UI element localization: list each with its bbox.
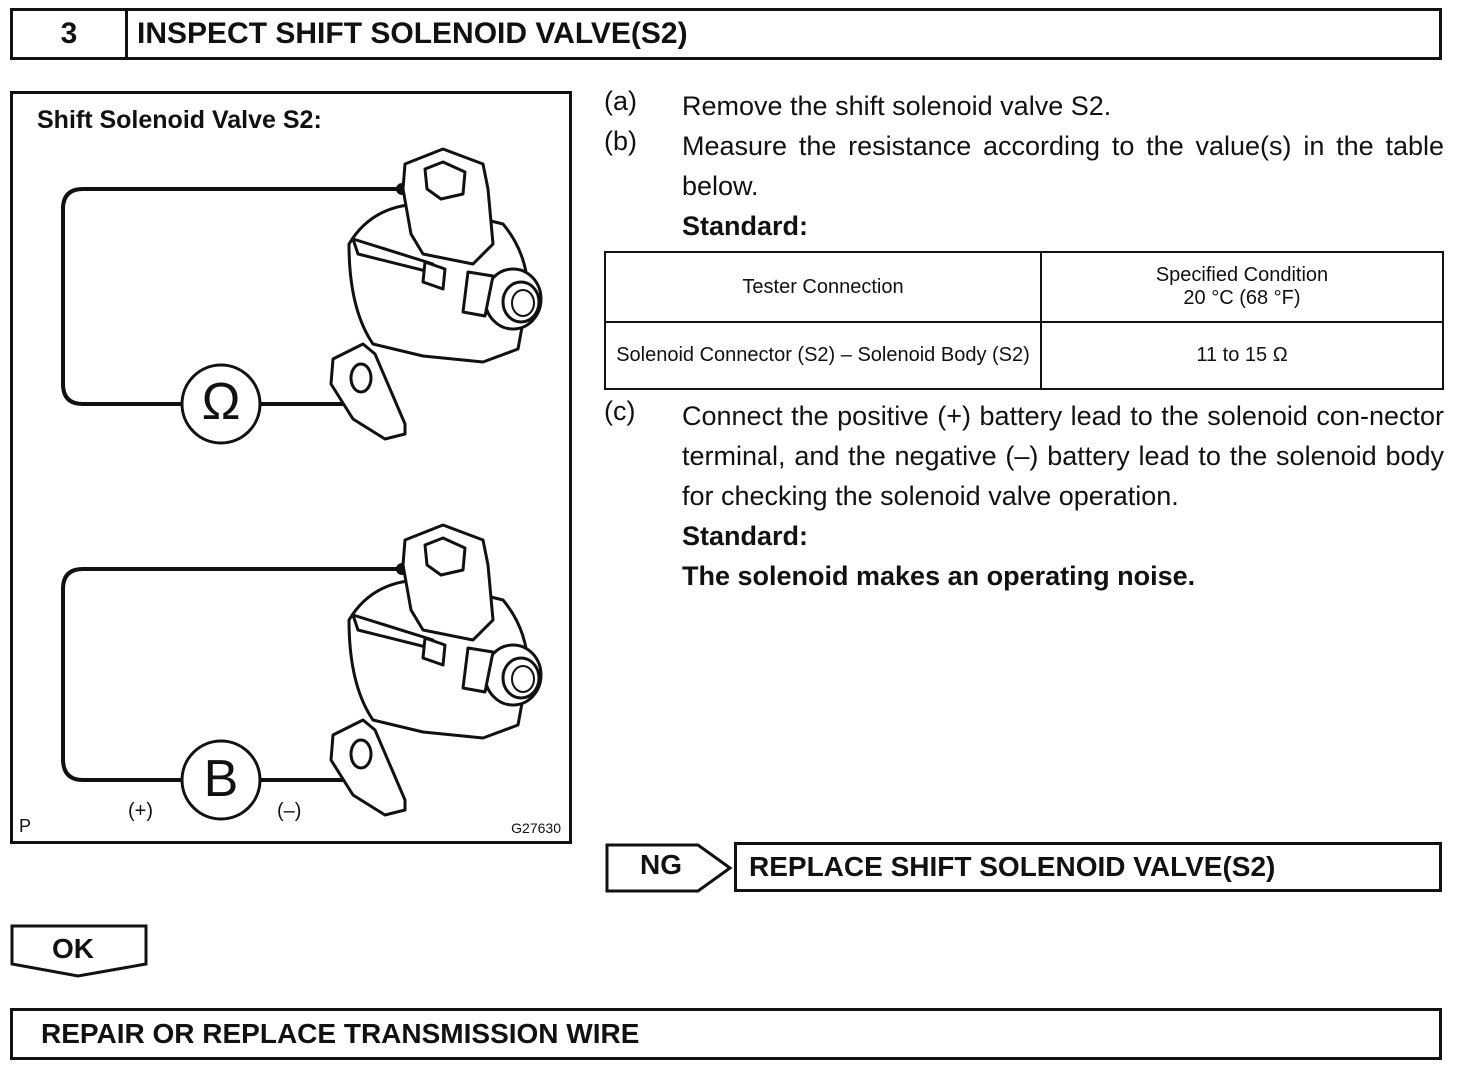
table-row: Solenoid Connector (S2) – Solenoid Body … [604,321,1444,390]
table-header-cell: Specified Condition 20 °C (68 °F) [1040,251,1444,323]
solenoid-figure: Shift Solenoid Valve S2: Ω B (+) (–) P G… [10,91,572,844]
negative-label: (–) [277,800,302,822]
ng-arrow-icon [605,843,733,893]
step-header: 3 INSPECT SHIFT SOLENOID VALVE(S2) [10,8,1442,60]
solenoid-valve-icon [329,147,543,441]
ohmmeter-icon [180,363,262,445]
solenoid-illustration [61,147,543,821]
battery-icon [180,739,262,821]
step-b-text: Measure the resistance according to the … [682,131,1444,201]
ng-label: NG [640,849,682,880]
table-cell: 11 to 15 Ω [1040,321,1444,390]
battery-wire-left [61,567,400,782]
step-c-result: The solenoid makes an operating noise. [682,561,1196,591]
step-c-standard: Standard: [682,521,809,551]
positive-label: (+) [128,800,153,822]
ng-action-box: REPLACE SHIFT SOLENOID VALVE(S2) [734,842,1442,892]
step-c-label: (c) [604,396,636,426]
step-c-text: Connect the positive (+) battery lead to… [682,401,1444,511]
step-b-standard: Standard: [682,211,809,241]
table-header-row: Tester Connection Specified Condition 20… [604,251,1444,323]
step-number: 3 [13,11,128,57]
ohm-symbol: Ω [201,373,241,431]
step-title: INSPECT SHIFT SOLENOID VALVE(S2) [137,17,688,50]
step-b-label: (b) [604,126,637,156]
ok-arrow-icon [10,924,148,978]
figure-code: G27630 [511,820,561,836]
table-cell: Solenoid Connector (S2) – Solenoid Body … [604,321,1042,390]
figure-corner-letter: P [19,816,32,836]
spec-condition-label: Specified Condition [1155,264,1329,286]
figure-title: Shift Solenoid Valve S2: [37,106,322,134]
spec-temperature: 20 °C (68 °F) [1183,287,1301,309]
step-a-text: Remove the shift solenoid valve S2. [682,91,1112,121]
table-header-cell: Tester Connection [604,251,1042,323]
battery-symbol: B [203,750,239,808]
ok-label: OK [52,933,94,964]
step-a-label: (a) [604,86,637,116]
next-action-box: REPAIR OR REPLACE TRANSMISSION WIRE [10,1008,1442,1060]
resistance-spec-table: Tester Connection Specified Condition 20… [604,251,1444,390]
ohmmeter-wire-left [61,187,400,406]
